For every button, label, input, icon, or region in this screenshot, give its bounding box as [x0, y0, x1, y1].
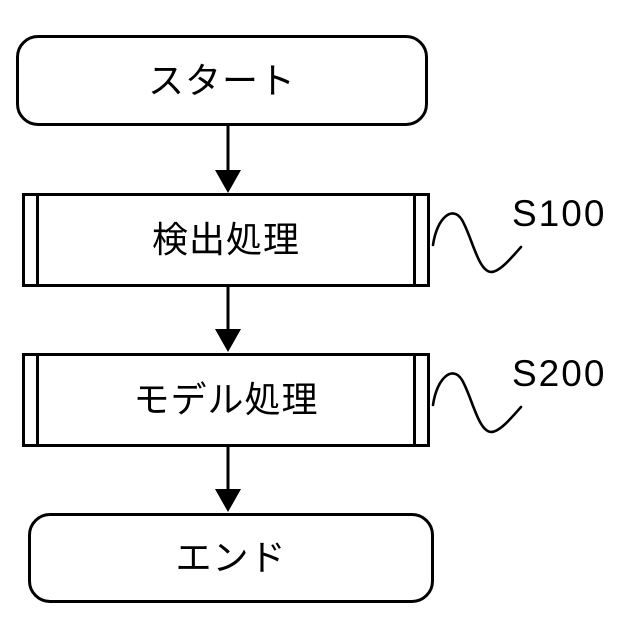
subroutine-edge-line — [36, 196, 39, 284]
node-detect-label: 検出処理 — [151, 219, 300, 260]
node-end-label: エンド — [175, 537, 287, 578]
node-detect-subroutine: 検出処理 — [22, 193, 430, 287]
arrow-detect-to-model — [215, 287, 241, 352]
subroutine-edge-line — [36, 356, 39, 444]
arrowhead-icon — [215, 489, 241, 512]
squiggle-ref-line-s200 — [431, 372, 523, 434]
arrowhead-icon — [215, 170, 241, 193]
arrowhead-icon — [215, 329, 241, 352]
step-ref-s200: S200 — [512, 353, 607, 394]
node-model-subroutine: モデル処理 — [22, 353, 430, 447]
subroutine-edge-line — [413, 356, 416, 444]
node-model-label: モデル処理 — [133, 379, 319, 420]
node-end-terminator: エンド — [28, 513, 434, 603]
squiggle-ref-line-s100 — [431, 212, 523, 274]
node-start-label: スタート — [147, 59, 296, 101]
arrow-model-to-end — [215, 447, 241, 512]
step-ref-s100: S100 — [512, 193, 607, 234]
subroutine-edge-line — [413, 196, 416, 284]
node-start-terminator: スタート — [16, 35, 428, 126]
arrow-start-to-detect — [215, 126, 241, 193]
